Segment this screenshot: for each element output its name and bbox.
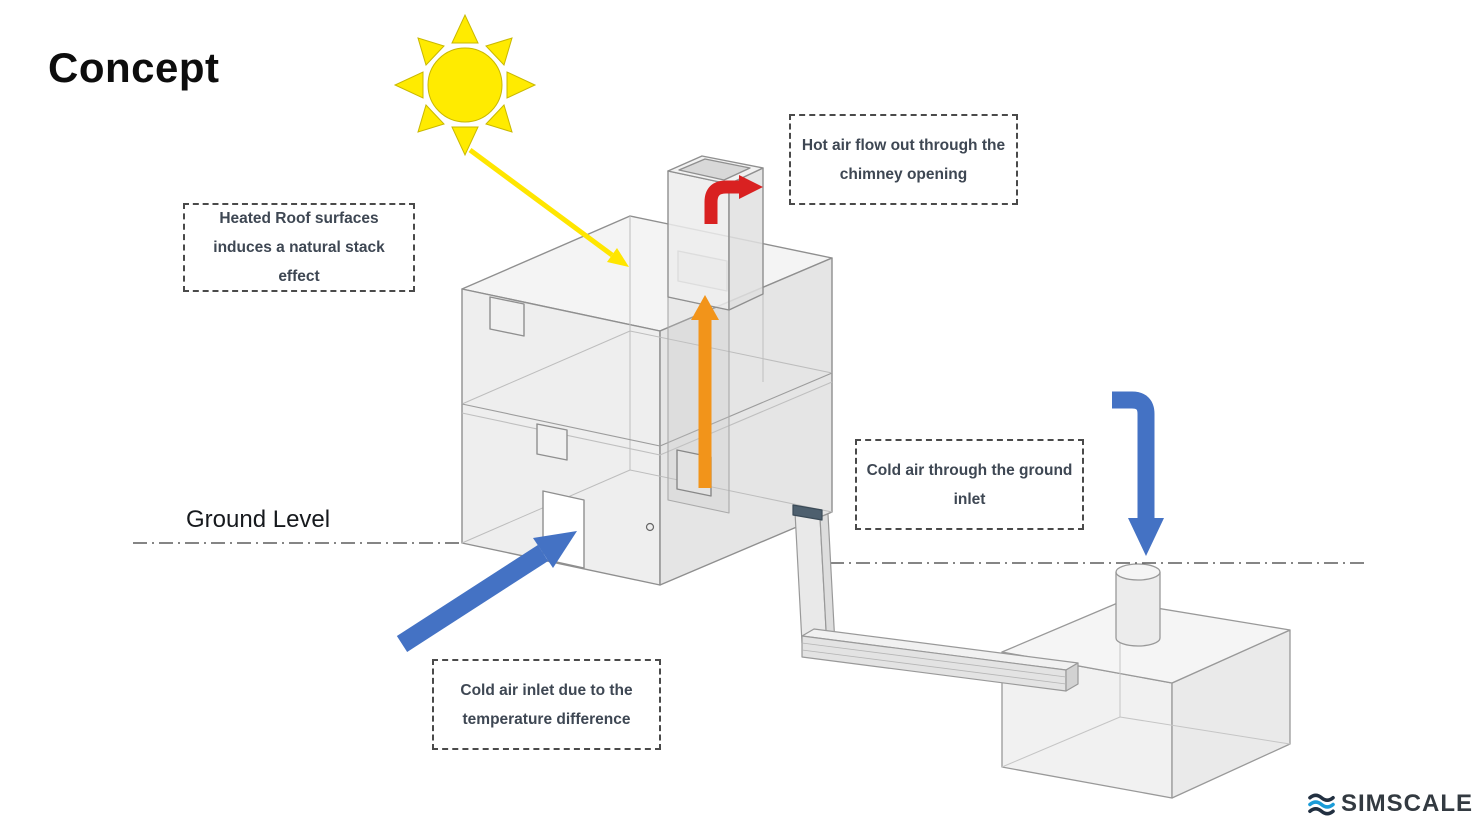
window-upper — [489, 296, 525, 337]
chimney — [667, 155, 764, 311]
building-illustration — [461, 155, 833, 586]
door-knob-dot — [645, 522, 655, 532]
sunlight-arrow — [468, 147, 629, 267]
ground-level-line — [133, 542, 1366, 564]
cold-inlet-arrow — [396, 531, 577, 652]
page-title: Concept — [48, 44, 220, 91]
floor-slab-lines — [461, 372, 833, 456]
simscale-logo-icon — [1308, 793, 1335, 815]
cold-ground-arrow — [1112, 391, 1164, 556]
window-lower — [536, 423, 568, 461]
annotation-cold-air-inlet: Cold air inlet due to the temperature di… — [432, 659, 661, 750]
simscale-logo-text: SIMSCALE — [1340, 790, 1473, 817]
ground-level-label: Ground Level — [186, 506, 331, 533]
duct-top-cap — [792, 504, 823, 521]
annotation-cold-air-ground: Cold air through the ground inlet — [855, 439, 1084, 530]
stack-flow-arrow — [691, 295, 719, 488]
underground-duct — [792, 504, 1079, 692]
sun-icon — [393, 13, 537, 157]
annotation-heated-roof: Heated Roof surfaces induces a natural s… — [183, 203, 415, 292]
simscale-logo: SIMSCALE — [1308, 790, 1473, 818]
cylinder-body — [1115, 572, 1161, 647]
inlet-pipe-cylinder — [1115, 563, 1161, 647]
cylinder-top — [1115, 563, 1161, 581]
chimney-opening — [678, 158, 751, 181]
hot-air-arrow — [704, 175, 763, 224]
annotation-hot-air-out: Hot air flow out through the chimney ope… — [789, 114, 1018, 205]
